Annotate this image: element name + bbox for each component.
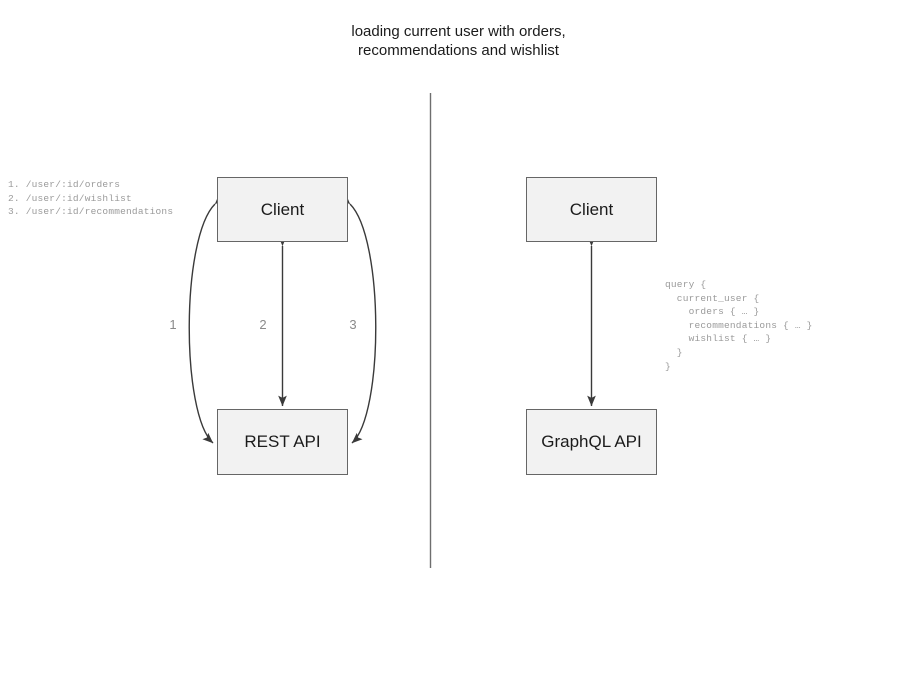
node-client-graphql-label: Client bbox=[569, 199, 614, 219]
edge-1-path bbox=[188, 193, 226, 444]
rest-endpoint-list: 1. /user/:id/orders 2. /user/:id/wishlis… bbox=[8, 179, 174, 218]
node-rest-api-label: REST API bbox=[244, 432, 321, 451]
page-title: loading current user with orders, recomm… bbox=[351, 23, 566, 59]
node-client-rest[interactable]: Client bbox=[217, 177, 348, 242]
graphql-query-block: query { current_user { orders { … } reco… bbox=[665, 279, 813, 372]
node-rest-api[interactable]: REST API bbox=[217, 409, 348, 475]
edge-label-2: 2 bbox=[259, 317, 267, 332]
node-graphql-api[interactable]: GraphQL API bbox=[526, 409, 657, 475]
node-graphql-api-label: GraphQL API bbox=[541, 432, 642, 451]
node-client-rest-label: Client bbox=[260, 199, 305, 219]
edge-label-3: 3 bbox=[349, 317, 357, 332]
edge-label-1: 1 bbox=[169, 317, 177, 332]
node-client-graphql[interactable]: Client bbox=[526, 177, 657, 242]
